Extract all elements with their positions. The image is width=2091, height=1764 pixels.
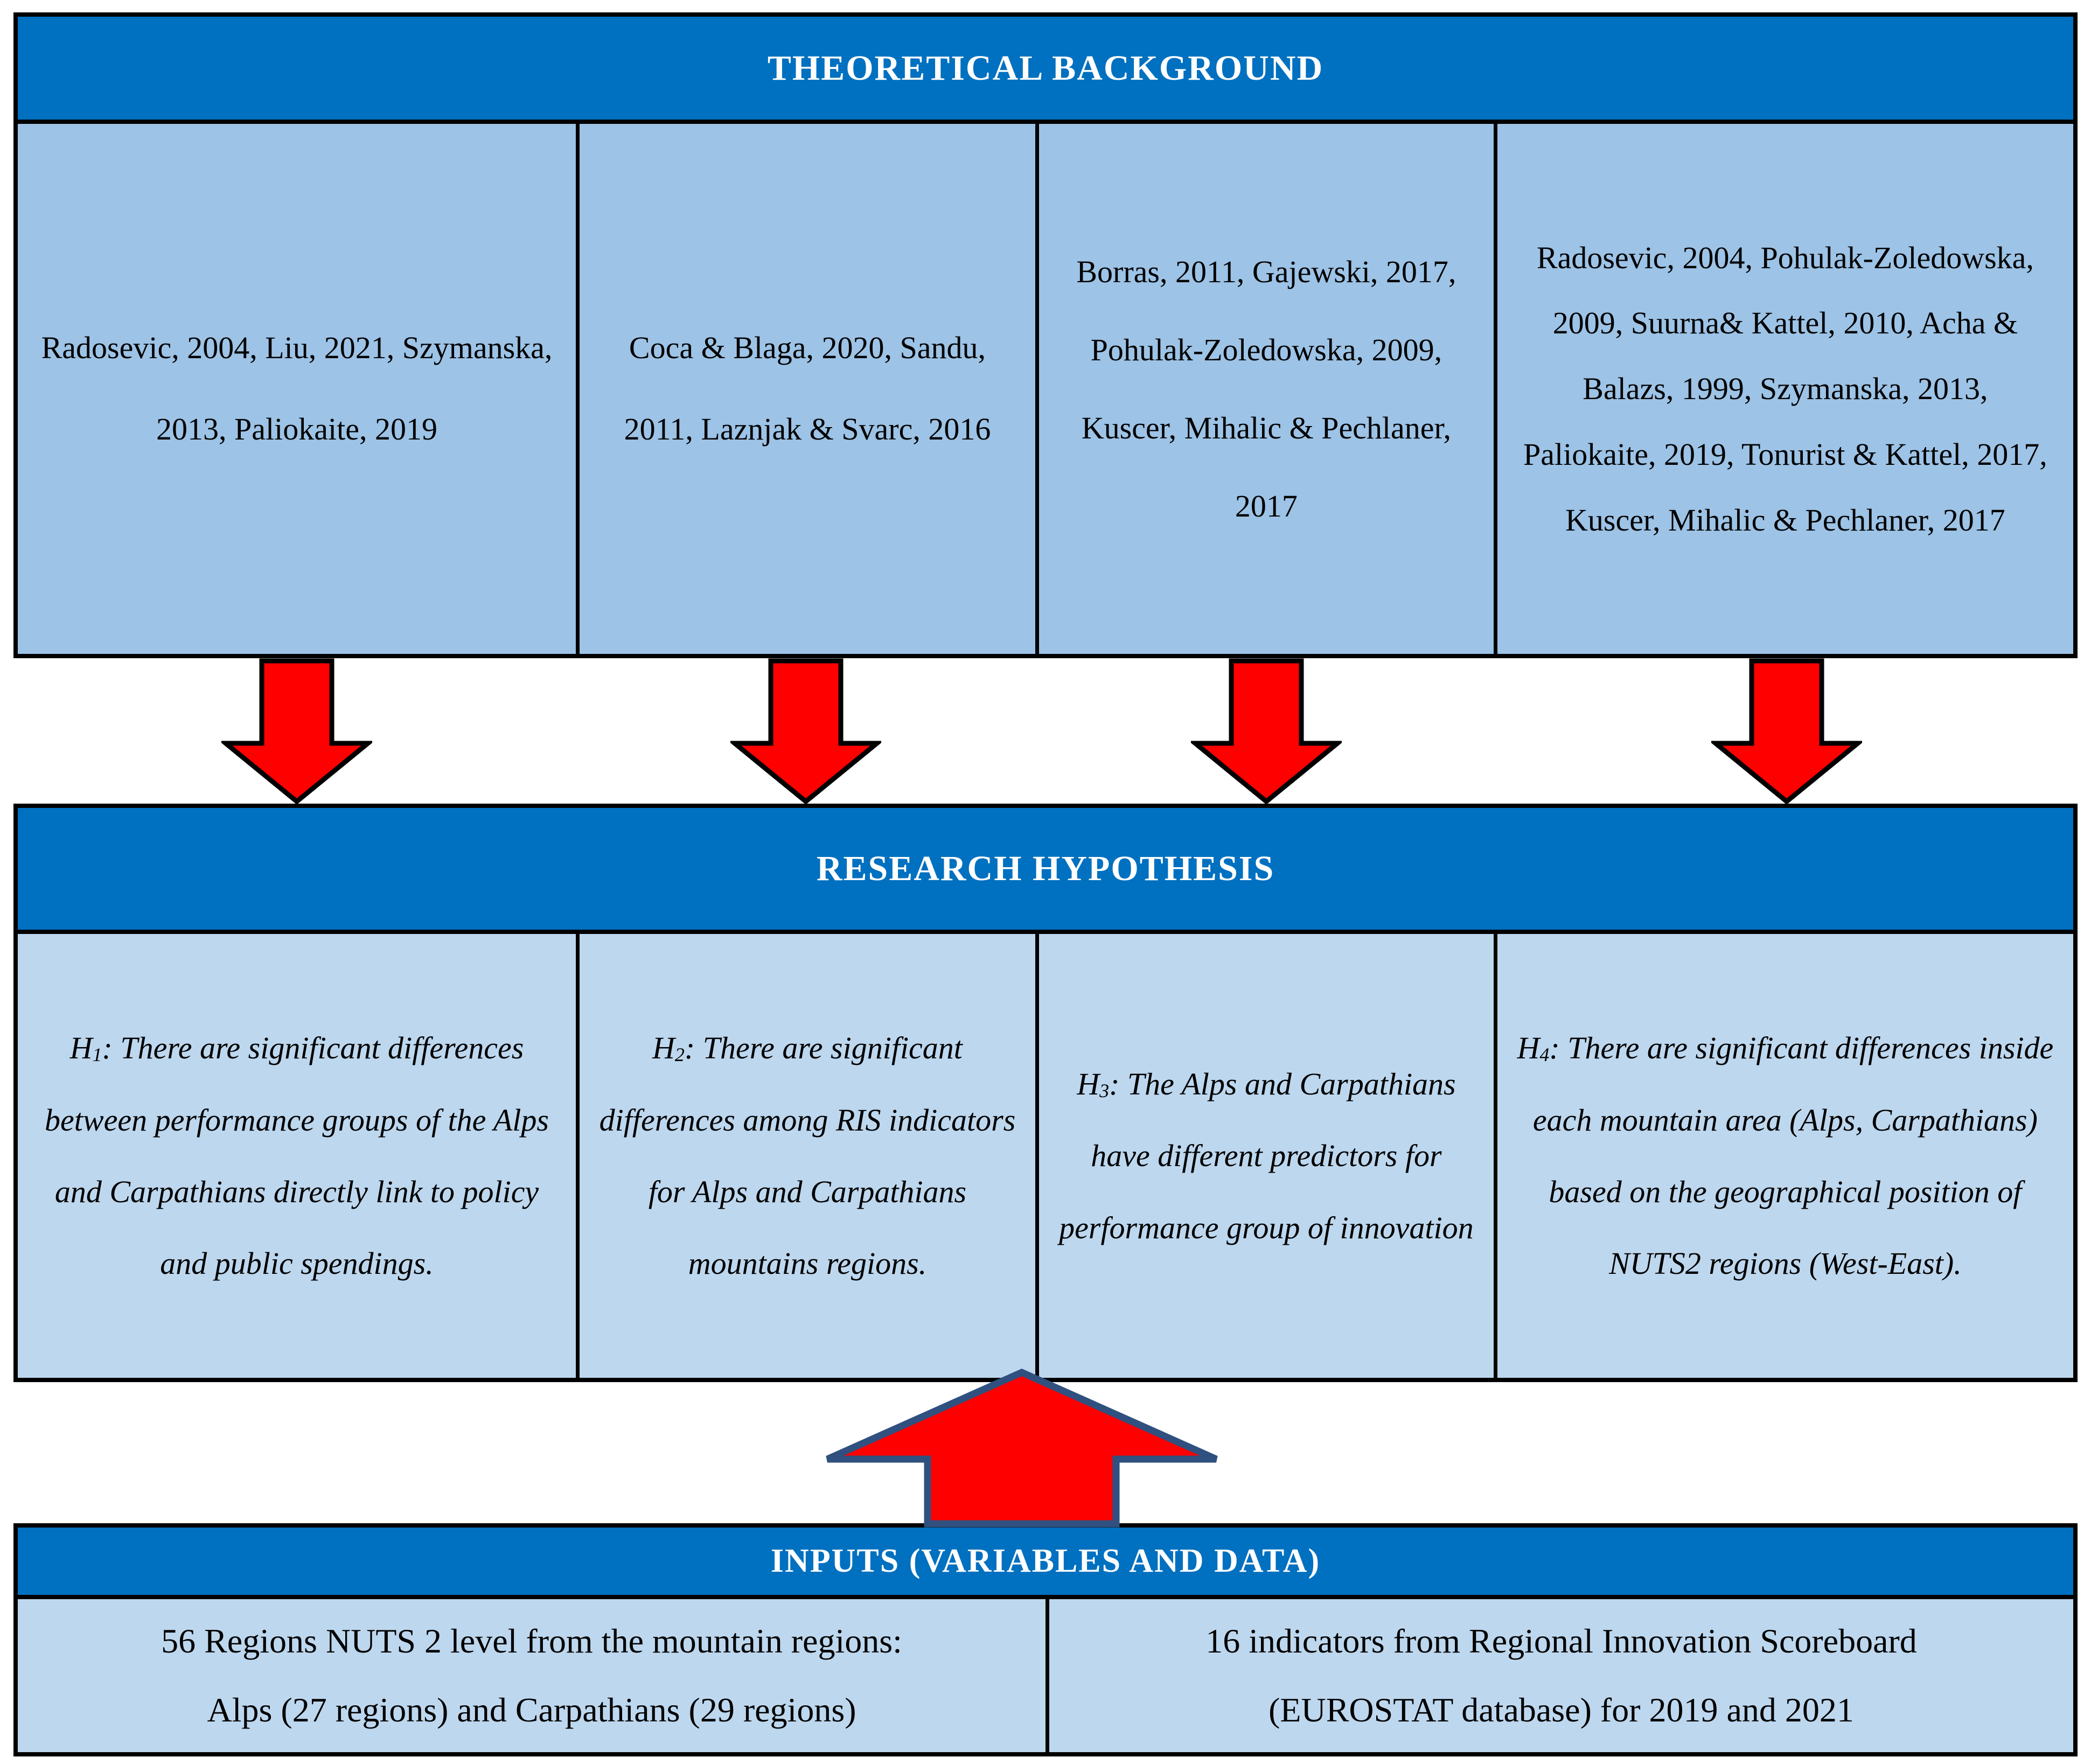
research-hypothesis-title: RESEARCH HYPOTHESIS	[816, 849, 1275, 888]
hypothesis-3-text: H3: The Alps and Carpathians have differ…	[1059, 1066, 1474, 1245]
theoretical-background-row: Radosevic, 2004, Liu, 2021, Szymanska, 2…	[13, 120, 2078, 658]
theory-cell-4: Radosevic, 2004, Pohulak-Zoledowska, 200…	[1493, 124, 2073, 654]
hypothesis-1-text: H1: There are significant differences be…	[45, 1030, 549, 1281]
inputs-title: INPUTS (VARIABLES AND DATA)	[770, 1543, 1321, 1579]
up-arrow-icon	[826, 1369, 1218, 1528]
research-hypothesis-header: RESEARCH HYPOTHESIS	[13, 804, 2078, 934]
hypothesis-cell-4: H4: There are significant differences in…	[1493, 934, 2073, 1378]
hypothesis-cell-1: H1: There are significant differences be…	[18, 934, 576, 1378]
theory-citations-2: Coca & Blaga, 2020, Sandu, 2011, Laznjak…	[624, 330, 991, 447]
hypothesis-cell-2: H2: There are significant differences am…	[576, 934, 1035, 1378]
hypothesis-2-text: H2: There are significant differences am…	[599, 1030, 1016, 1281]
research-hypothesis-row: H1: There are significant differences be…	[13, 930, 2078, 1382]
diagram-frame: THEORETICAL BACKGROUND Radosevic, 2004, …	[13, 12, 2078, 1756]
theory-to-hypothesis-gap	[13, 658, 2078, 804]
inputs-to-hypothesis-gap	[13, 1369, 2078, 1528]
inputs-header: INPUTS (VARIABLES AND DATA)	[13, 1523, 2078, 1599]
inputs-regions-text: 56 Regions NUTS 2 level from the mountai…	[161, 1622, 902, 1729]
theoretical-background-title: THEORETICAL BACKGROUND	[767, 48, 1324, 88]
down-arrow-icon	[221, 658, 373, 804]
inputs-cell-regions: 56 Regions NUTS 2 level from the mountai…	[18, 1599, 1046, 1752]
theory-cell-2: Coca & Blaga, 2020, Sandu, 2011, Laznjak…	[576, 124, 1035, 654]
theory-citations-3: Borras, 2011, Gajewski, 2017, Pohulak-Zo…	[1076, 254, 1456, 524]
down-arrow-icon	[1191, 658, 1342, 804]
theoretical-background-header: THEORETICAL BACKGROUND	[13, 12, 2078, 124]
down-arrow-icon	[1711, 658, 1862, 804]
theory-cell-3: Borras, 2011, Gajewski, 2017, Pohulak-Zo…	[1035, 124, 1494, 654]
inputs-row: 56 Regions NUTS 2 level from the mountai…	[13, 1595, 2078, 1756]
theory-cell-1: Radosevic, 2004, Liu, 2021, Szymanska, 2…	[18, 124, 576, 654]
inputs-indicators-text: 16 indicators from Regional Innovation S…	[1205, 1622, 1917, 1729]
theory-citations-1: Radosevic, 2004, Liu, 2021, Szymanska, 2…	[41, 330, 553, 447]
inputs-cell-indicators: 16 indicators from Regional Innovation S…	[1046, 1599, 2073, 1752]
theory-citations-4: Radosevic, 2004, Pohulak-Zoledowska, 200…	[1523, 240, 2047, 538]
down-arrow-icon	[730, 658, 882, 804]
hypothesis-cell-3: H3: The Alps and Carpathians have differ…	[1035, 934, 1494, 1378]
hypothesis-4-text: H4: There are significant differences in…	[1517, 1030, 2054, 1281]
